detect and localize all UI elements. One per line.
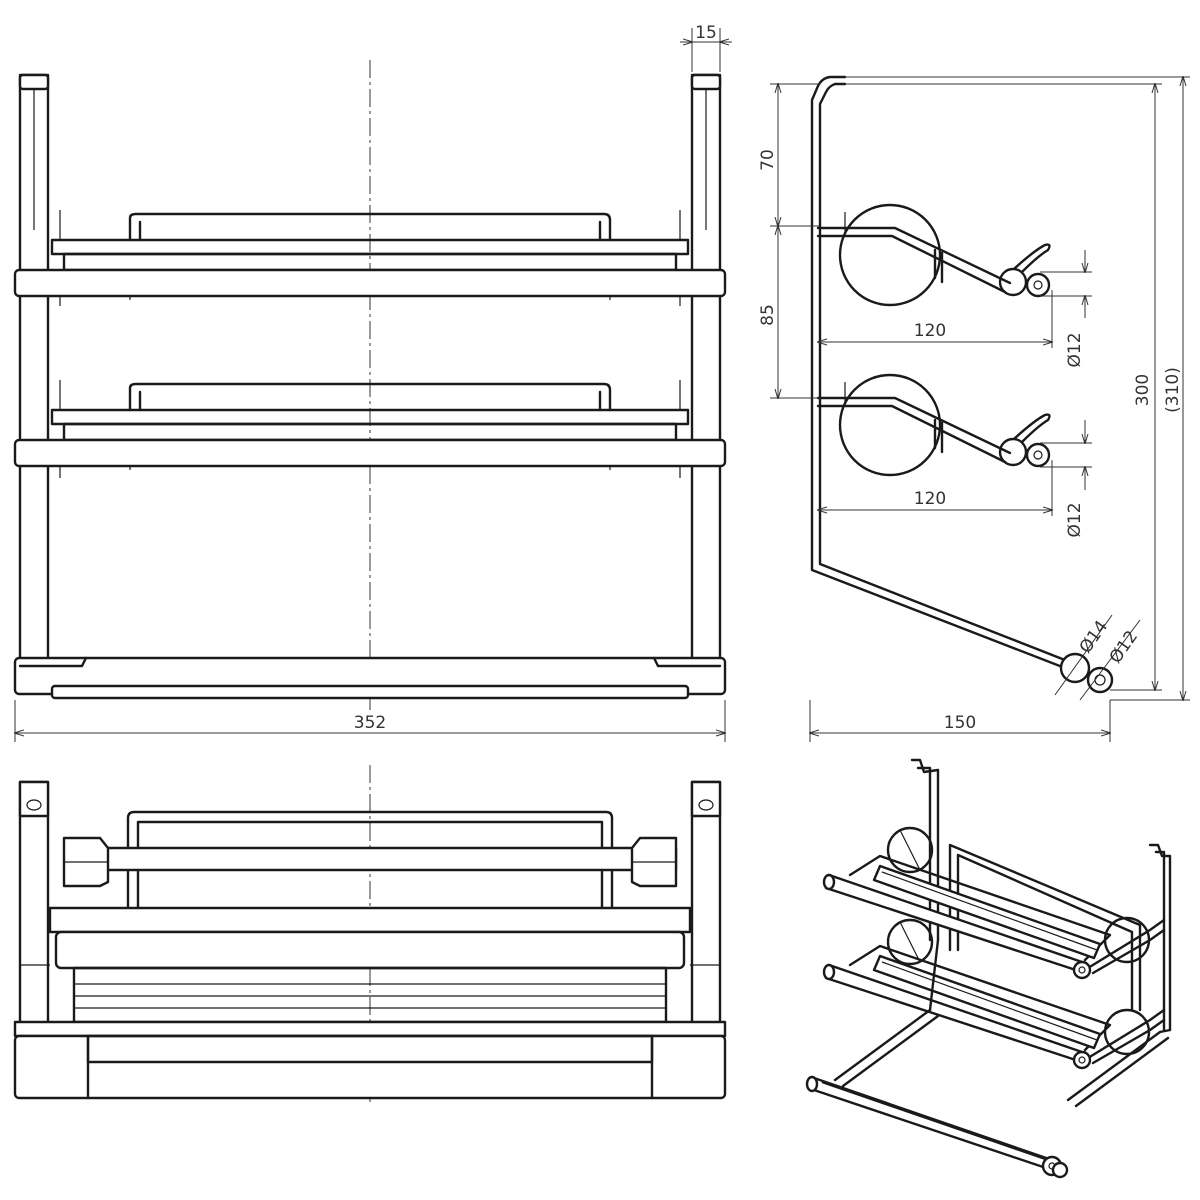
- dim-side-height-total: (310): [1163, 367, 1183, 413]
- dim-post-thickness: 15: [695, 23, 717, 43]
- iso-shelf-upper: [822, 826, 1166, 980]
- dim-side-depth-lower: 120: [914, 489, 946, 509]
- side-shelf-lower: [816, 373, 1051, 477]
- side-shelf-upper: [816, 203, 1051, 307]
- front-dimensions: 352 15: [15, 23, 732, 742]
- top-view: [13, 765, 727, 1105]
- dim-side-base-depth: 150: [944, 713, 976, 733]
- dim-side-depth-upper: 120: [914, 321, 946, 341]
- dim-dia-upper: Ø12: [1065, 332, 1085, 367]
- dim-side-height: 300: [1133, 374, 1153, 406]
- iso-shelf-lower: [822, 918, 1166, 1070]
- front-view: [13, 60, 727, 710]
- dim-side-shelf-gap: 85: [758, 304, 778, 326]
- side-dimensions: 70 85 120 120 Ø12 Ø12 Ø14 Ø12 300 (310): [758, 77, 1190, 742]
- dim-dia-bottom-small: Ø12: [1106, 627, 1142, 667]
- side-view: [810, 75, 1114, 694]
- dim-side-top-gap: 70: [758, 149, 778, 171]
- dim-dia-lower: Ø12: [1065, 502, 1085, 537]
- dim-front-width: 352: [354, 713, 386, 733]
- isometric-view: [805, 758, 1172, 1179]
